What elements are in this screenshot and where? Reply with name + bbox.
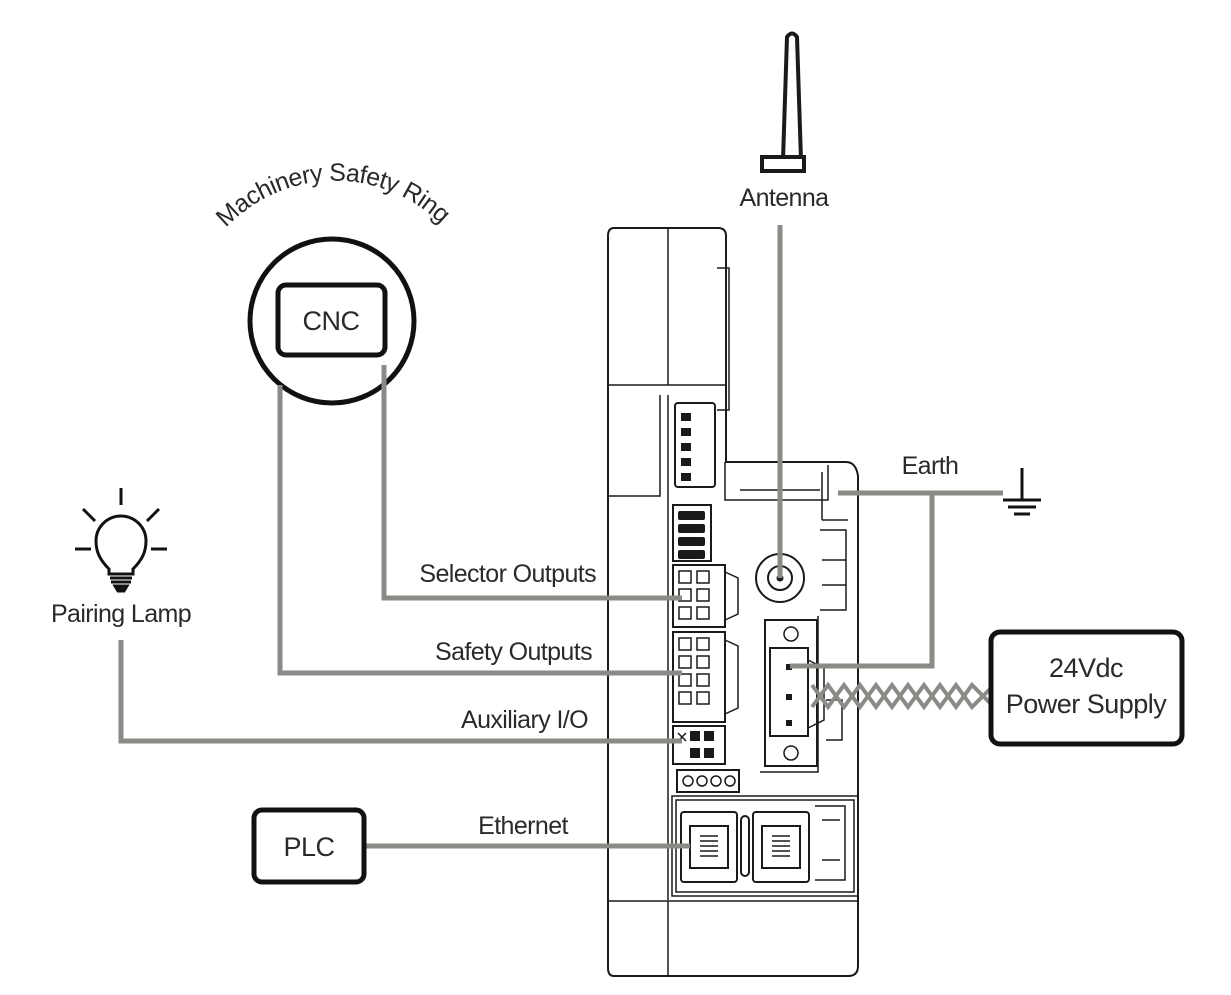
ethernet-port-1 bbox=[680, 811, 738, 883]
antenna-icon bbox=[760, 31, 806, 173]
selector-outputs-label: Selector Outputs bbox=[419, 560, 596, 588]
plc-box bbox=[251, 807, 367, 885]
plc-label: PLC bbox=[283, 832, 334, 862]
ethernet-label: Ethernet bbox=[478, 812, 568, 840]
power-supply-box bbox=[988, 629, 1185, 747]
safety-controller-device bbox=[607, 227, 859, 977]
auxiliary-io-wire bbox=[118, 640, 682, 744]
power-twisted-pair bbox=[810, 681, 992, 711]
safety-outputs-wire bbox=[277, 385, 682, 676]
antenna-label: Antenna bbox=[740, 184, 830, 212]
earth-drop-wire bbox=[790, 493, 935, 669]
earth-label: Earth bbox=[902, 452, 959, 480]
auxiliary-io-label: Auxiliary I/O bbox=[461, 706, 588, 734]
safety-outputs-label: Safety Outputs bbox=[435, 638, 592, 666]
ground-symbol-icon bbox=[1003, 468, 1041, 516]
power-supply-label-line1: 24Vdc bbox=[1049, 653, 1123, 683]
cnc-label: CNC bbox=[303, 306, 360, 336]
cnc-box bbox=[275, 282, 388, 358]
power-supply-label-line2: Power Supply bbox=[1006, 689, 1168, 719]
light-bulb-icon bbox=[75, 488, 167, 593]
machinery-safety-ring-label: Machinery Safety Ring bbox=[211, 159, 456, 232]
ethernet-port-2 bbox=[752, 811, 810, 883]
selector-outputs-wire bbox=[381, 365, 682, 601]
pairing-lamp-label: Pairing Lamp bbox=[51, 600, 191, 628]
